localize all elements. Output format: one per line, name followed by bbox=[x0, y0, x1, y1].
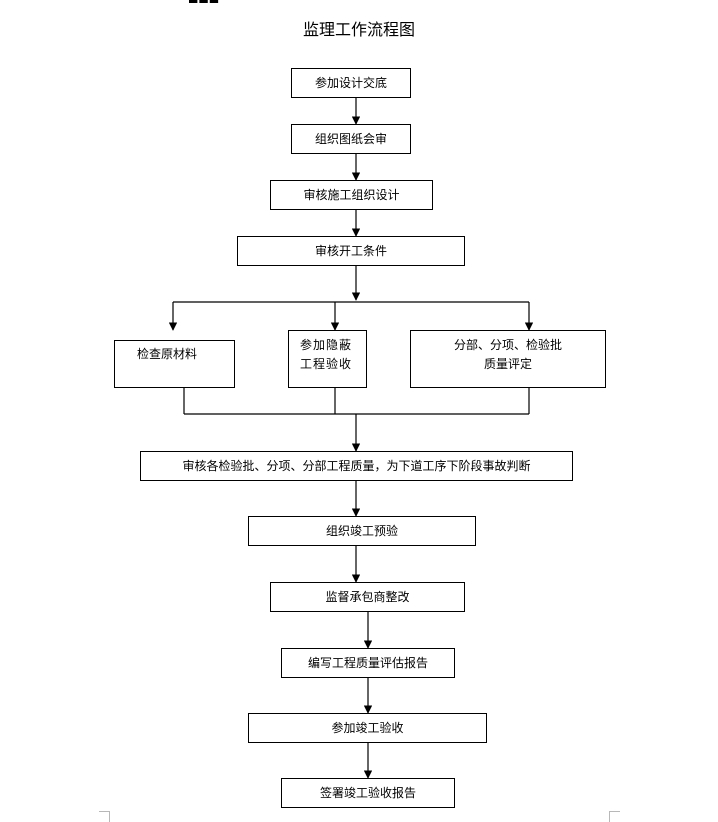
step-completion-preacceptance-label: 组织竣工预验 bbox=[325, 524, 398, 538]
step-drawing-review: 组织图纸会审 bbox=[291, 124, 411, 154]
page-corner-mark-left bbox=[99, 811, 110, 822]
branch-material-check-label: 检查原材料 bbox=[137, 347, 198, 361]
step-construction-design-review: 审核施工组织设计 bbox=[270, 180, 433, 210]
step-quality-assessment-report: 编写工程质量评估报告 bbox=[281, 648, 455, 678]
step-sign-acceptance-report: 签署竣工验收报告 bbox=[281, 778, 455, 808]
step-commencement-review: 审核开工条件 bbox=[237, 236, 465, 266]
cropped-header-fragment: ■■■ bbox=[188, 0, 228, 3]
branch-material-check: 检查原材料 bbox=[114, 340, 235, 388]
step-contractor-rectification: 监督承包商整改 bbox=[270, 582, 465, 612]
page-corner-mark-right bbox=[609, 811, 620, 822]
step-design-briefing-label: 参加设计交底 bbox=[314, 76, 387, 90]
step-sign-acceptance-report-label: 签署竣工验收报告 bbox=[319, 786, 416, 800]
branch-quality-evaluation-label: 分部、分项、检验批 质量评定 bbox=[453, 338, 562, 371]
branch-concealed-work-acceptance-label: 参加隐蔽 工程验收 bbox=[300, 338, 353, 371]
merge-quality-review-label: 审核各检验批、分项、分部工程质量，为下道工序下阶段事故判断 bbox=[182, 459, 531, 473]
branch-concealed-work-acceptance: 参加隐蔽 工程验收 bbox=[288, 330, 367, 388]
step-completion-preacceptance: 组织竣工预验 bbox=[248, 516, 476, 546]
step-drawing-review-label: 组织图纸会审 bbox=[314, 132, 387, 146]
step-design-briefing: 参加设计交底 bbox=[291, 68, 411, 98]
step-commencement-review-label: 审核开工条件 bbox=[314, 244, 387, 258]
flowchart-title: 监理工作流程图 bbox=[302, 20, 415, 39]
branch-quality-evaluation: 分部、分项、检验批 质量评定 bbox=[410, 330, 606, 388]
step-quality-assessment-report-label: 编写工程质量评估报告 bbox=[307, 656, 428, 670]
merge-quality-review: 审核各检验批、分项、分部工程质量，为下道工序下阶段事故判断 bbox=[140, 451, 573, 481]
step-completion-acceptance: 参加竣工验收 bbox=[248, 713, 487, 743]
step-completion-acceptance-label: 参加竣工验收 bbox=[331, 721, 404, 735]
step-construction-design-review-label: 审核施工组织设计 bbox=[303, 188, 400, 202]
step-contractor-rectification-label: 监督承包商整改 bbox=[325, 590, 410, 604]
